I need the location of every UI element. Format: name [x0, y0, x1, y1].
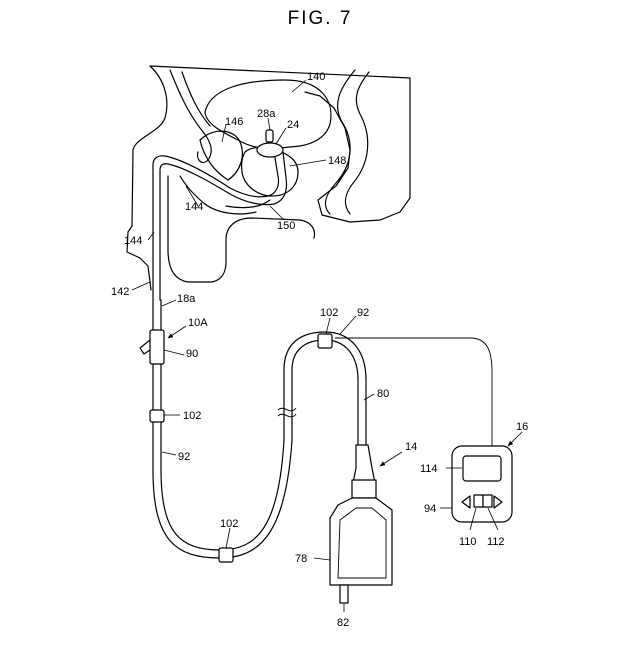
drain-spout-82 [340, 585, 348, 603]
label-102-top: 102 [320, 307, 338, 319]
break-mark [278, 408, 296, 417]
clamp-102-left [150, 410, 164, 422]
label-144-lower: 144 [124, 235, 142, 247]
label-146: 146 [225, 116, 243, 128]
label-10A: 10A [188, 317, 208, 329]
label-28a: 28a [257, 108, 276, 120]
catheter-urethral-inner [160, 152, 287, 300]
label-114: 114 [420, 463, 438, 475]
label-80: 80 [377, 388, 389, 400]
label-102-left: 102 [183, 410, 201, 422]
rectum-outline [325, 70, 369, 214]
label-14: 14 [405, 441, 417, 453]
controller-16 [452, 446, 512, 522]
label-82: 82 [337, 617, 349, 629]
label-90: 90 [186, 348, 198, 360]
label-16: 16 [516, 421, 528, 433]
anatomy-drawing [127, 66, 410, 300]
label-78: 78 [295, 553, 307, 565]
label-18a: 18a [177, 293, 196, 305]
y-port [140, 340, 150, 354]
center-button-2 [483, 495, 492, 507]
hub-90 [150, 330, 164, 364]
figure-title: FIG. 7 [0, 8, 640, 30]
display-114 [463, 456, 501, 481]
drainage-bag-14 [330, 445, 392, 603]
label-92-left: 92 [178, 451, 190, 463]
catheter-loop [140, 300, 492, 562]
label-92-top: 92 [357, 307, 369, 319]
pubic-bone [170, 70, 211, 162]
urethra-line [226, 200, 270, 208]
label-148: 148 [328, 155, 346, 167]
label-94: 94 [424, 503, 436, 515]
balloon-24 [257, 143, 283, 157]
body-outline [127, 66, 410, 290]
clamp-102-top [318, 334, 332, 348]
label-110: 110 [459, 536, 477, 548]
center-button [474, 495, 483, 507]
label-102-bottom: 102 [220, 518, 238, 530]
label-144-upper: 144 [185, 201, 203, 213]
label-112: 112 [487, 536, 505, 548]
label-142: 142 [111, 286, 129, 298]
label-150: 150 [277, 220, 295, 232]
catheter-urethral [153, 152, 279, 300]
reference-labels: 140 28a 24 146 148 144 144 150 142 18a 1… [111, 71, 528, 629]
tip-28a [266, 130, 273, 142]
clamp-102-bottom [219, 548, 233, 562]
label-140: 140 [307, 71, 325, 83]
label-24: 24 [287, 119, 299, 131]
